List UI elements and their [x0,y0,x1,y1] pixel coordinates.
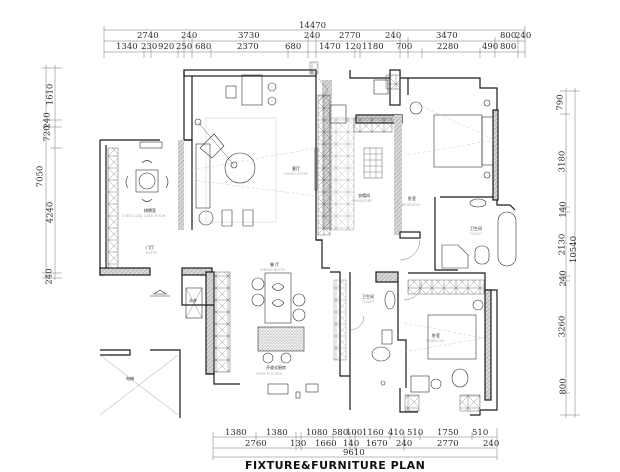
dim-right: 800 [558,378,569,395]
dim-right: 2130 [557,233,568,256]
dim-bottom-r1: 1080 [306,428,328,438]
room-sublabel-cloakroom: WARDROBE [352,199,373,203]
room-label-chess: 棋牌室 [144,208,156,213]
dim-top-r2: 680 [195,42,212,52]
dim-bottom-r2: 2760 [245,439,267,449]
dim-bottom-r2: 140 [343,439,360,449]
sightlines [191,99,496,353]
room-sublabel-kitchen: OPEN KITCHEN [256,372,283,376]
dim-right: 790 [555,94,566,111]
dim-right: 3260 [557,315,568,338]
dim-bottom-r1: 510 [472,428,489,438]
room-label-shaft: 水井 [189,298,197,303]
dim-right: 3180 [557,150,568,173]
dim-bottom-r1: 1160 [362,428,384,438]
dim-bottom-r1: 100 [346,428,363,438]
right-dimension-lines [560,88,580,418]
dim-top-r2: 700 [396,42,413,52]
dim-top-r1: 240 [304,31,321,41]
dim-top-r1: 3730 [238,31,260,41]
dim-bottom-r2: 240 [396,439,413,449]
room-sublabel-bath2: TOILET [362,300,375,304]
dim-bottom-r2: 130 [290,439,307,449]
dim-top-r2: 250 [176,42,193,52]
room-label-dining: 餐 厅 [270,262,280,267]
walls [99,69,516,418]
dim-top-r1: 240 [181,31,198,41]
room-label-bath1: 卫生间 [470,226,482,231]
room-label-entry: 门厅 [146,245,154,250]
dim-bottom-r1: 1750 [437,428,459,438]
dim-left: 1610 [45,83,56,106]
dim-bottom-r2: 240 [483,439,500,449]
dim-bottom-r1: 1380 [225,428,247,438]
dim-top-r1: 3470 [436,31,458,41]
room-sublabel-living: LIVING ROOM [284,172,308,176]
dim-bottom-r1: 580 [332,428,349,438]
top-dimension-lines [103,26,526,58]
dim-bottom-r2: 2770 [437,439,459,449]
dim-top-r2: 680 [285,42,302,52]
dim-top-r1: 2770 [339,31,361,41]
room-sublabel-bedroom2: BEDROOM [426,339,445,343]
bottom-dimension-lines [212,428,498,460]
dim-bottom-r2: 1670 [366,439,388,449]
room-sublabel-bedroom1: BEDROOM [402,203,421,207]
dim-top-r1: 800 [500,31,517,41]
furniture [99,74,517,416]
dim-top-r2: 1470 [319,42,341,52]
dim-top-r2: 2370 [237,42,259,52]
room-sublabel-chess: CHESS AND CARD ROOM [122,214,166,218]
dim-bottom-r2: 1660 [315,439,337,449]
room-label-elevator: 电梯 [126,376,134,381]
room-sublabel-entry: ENTRY [146,251,158,255]
dim-left-total: 7050 [35,165,46,188]
room-label-living: 客厅 [292,166,300,171]
dim-left: 240 [44,268,55,285]
dim-right: 240 [558,270,569,287]
dim-top-r2: 920 [158,42,175,52]
dim-left: 4240 [45,201,56,224]
dim-top-r2: 490 [482,42,499,52]
room-sublabel-bath1: TOILET [470,232,483,236]
room-label-bedroom1: 卧室 [408,196,416,201]
room-label-bedroom2: 卧室 [432,333,440,338]
dim-bottom-r1: 410 [388,428,405,438]
dim-top-r1: 240 [515,31,532,41]
room-label-bath2: 卫生间 [362,294,374,299]
dim-top-r2: 1340 [116,42,138,52]
dim-top-r2: 1180 [362,42,384,52]
dim-bottom-r1: 1380 [266,428,288,438]
dim-top-r1: 2740 [137,31,159,41]
dim-top-total: 14470 [299,21,327,31]
cabinets [107,61,485,412]
room-sublabel-dining: DINING ROOM [260,268,285,272]
dim-top-r2: 120 [345,42,362,52]
doors [317,77,423,331]
dim-left: 240 [42,112,53,129]
dim-bottom-r1: 510 [407,428,424,438]
dim-right-total: 10540 [569,235,580,264]
dim-right: 140 [558,201,569,218]
dim-top-r1: 240 [385,31,402,41]
room-label-kitchen: 开放式厨房 [266,365,286,370]
dim-top-r2: 2280 [437,42,459,52]
dim-top-r2: 800 [500,42,517,52]
dim-top-r2: 230 [141,42,158,52]
room-label-cloakroom: 衣帽间 [358,193,370,198]
dim-bottom-total: 9610 [343,448,365,458]
left-dimension-lines [42,65,62,280]
